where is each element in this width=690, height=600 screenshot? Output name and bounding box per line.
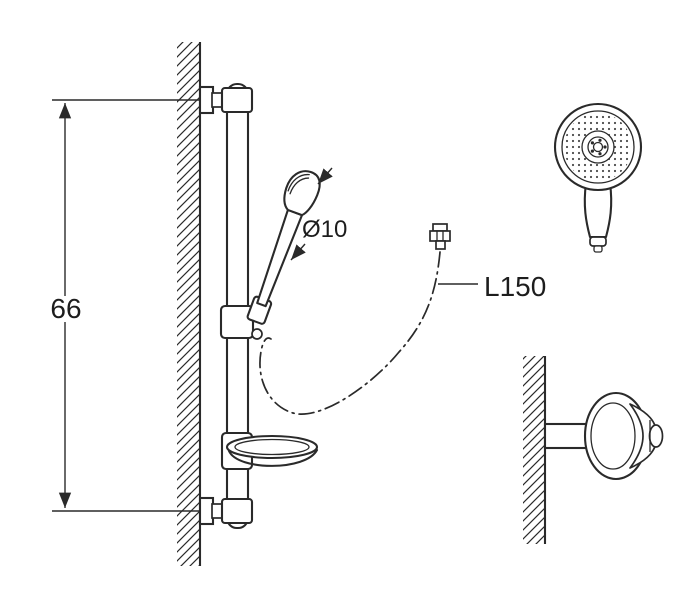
detail-handle-nub [589,236,607,247]
holder-collar [219,304,255,340]
hose-length-label-group: L150 [438,271,546,302]
elbow-flange-inner [590,402,636,470]
shower-holder [219,304,263,340]
detail-handle-tip [593,245,603,253]
diameter-arrow-upper [317,167,333,185]
hose-length-label: L150 [484,271,546,302]
holder-knob [251,328,263,340]
wall-hatch-left [177,42,202,566]
detail-handle [583,181,613,239]
spray-face-inner [587,136,609,158]
handle-cone [256,208,304,308]
spray-face-mid [581,130,615,164]
elbow-flange [583,391,649,481]
head-face-contour-2 [289,177,310,195]
head-outline [283,170,321,217]
diameter-dimension: Ø10 [290,167,347,261]
head-face-contour-1 [287,173,310,192]
soap-dish [220,431,319,471]
elbow-wall-hatch [523,356,545,544]
center-nozzles [590,138,607,156]
soap-dish-inner-rim [234,438,310,456]
neck-line [287,209,303,216]
soap-dish-bowl [227,448,319,467]
top-bracket [198,85,254,115]
hand-shower [246,170,321,325]
hose-fitting [429,223,451,250]
wall-hatch-area [177,42,200,566]
elbow-shaft [543,422,591,450]
shower-head-detail [553,102,643,253]
main-view: 66 [50,42,546,566]
spray-face-ring [561,110,635,184]
spray-face-center [592,141,604,153]
diameter-arrow-lower [290,243,306,261]
bottom-bracket [198,496,254,526]
hose-curve [259,251,441,415]
dimension-66: 66 [50,99,230,512]
elbow-outlet [648,424,664,448]
wall-elbow-detail [523,356,664,544]
handle-diameter-label: Ø10 [302,216,347,243]
rail-height-dimension-label: 66 [50,293,81,324]
